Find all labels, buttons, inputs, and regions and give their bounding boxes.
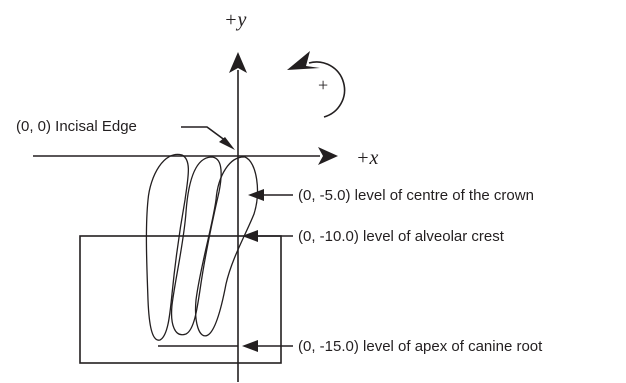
alveolar-crest-label: (0, -10.0) level of alveolar crest	[298, 228, 505, 245]
y-axis-label: +y	[224, 9, 246, 31]
incisal-edge-arrowhead	[219, 137, 235, 150]
root-apex-label: (0, -15.0) level of apex of canine root	[298, 338, 543, 355]
alveolar-bone-box	[79, 235, 282, 364]
tooth-outline-middle	[170, 156, 222, 336]
x-axis-arrowhead	[318, 147, 338, 165]
x-axis-label: +x	[356, 147, 378, 169]
tooth-outline-right	[194, 156, 259, 337]
rotation-arc-icon	[308, 61, 346, 118]
crown-centre-label: (0, -5.0) level of centre of the crown	[298, 187, 534, 204]
alveolar-crest-arrowhead	[242, 230, 258, 242]
incisal-edge-label: (0, 0) Incisal Edge	[16, 118, 137, 135]
incisal-edge-leader	[181, 126, 227, 142]
crown-centre-arrowhead	[248, 189, 264, 201]
rotation-arrowhead-icon	[287, 51, 320, 70]
tooth-outline-left	[145, 153, 190, 341]
rotation-plus-label: +	[318, 75, 328, 95]
root-apex-arrowhead	[242, 340, 258, 352]
y-axis-arrowhead	[229, 52, 247, 73]
